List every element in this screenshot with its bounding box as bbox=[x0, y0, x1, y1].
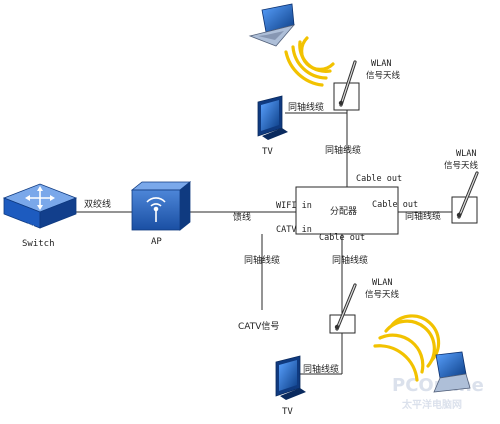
tv-top bbox=[257, 95, 288, 140]
wlan-right-label-1: WLAN bbox=[456, 149, 476, 159]
wlan-antenna-icon bbox=[338, 60, 357, 107]
wlan-antenna-icon bbox=[456, 171, 479, 219]
connection-lines bbox=[74, 110, 452, 375]
top-antenna bbox=[333, 60, 360, 111]
switch-right-face bbox=[39, 197, 77, 229]
ap-label: AP bbox=[151, 237, 162, 247]
tv-icon bbox=[275, 355, 306, 400]
coax-right-label: 同轴线缆 bbox=[405, 210, 441, 222]
cable-out-right-label: Cable out bbox=[372, 200, 418, 210]
wireless-signal-icon bbox=[284, 36, 335, 87]
wifi-in-label: WIFI in bbox=[276, 201, 312, 211]
wlan-top-label-1: WLAN bbox=[371, 59, 391, 69]
coax-bottom-left-label: 同轴线缆 bbox=[244, 254, 280, 266]
coax-top-label: 同轴线缆 bbox=[325, 144, 361, 156]
ap-device bbox=[130, 181, 192, 231]
catv-in-label: CATV in bbox=[276, 225, 312, 235]
coax-bottom-label: 同轴线缆 bbox=[332, 254, 368, 266]
bottom-antenna bbox=[329, 283, 357, 334]
ap-side bbox=[179, 181, 191, 231]
splitter-label: 分配器 bbox=[330, 206, 357, 217]
tv-bottom-label: TV bbox=[282, 407, 293, 417]
laptop-icon bbox=[433, 351, 471, 393]
tv-top-label: TV bbox=[262, 147, 273, 157]
wlan-bottom-label-2: 信号天线 bbox=[365, 289, 400, 300]
laptop-bottom bbox=[433, 351, 471, 393]
splitter-box bbox=[295, 186, 399, 235]
network-switch-icon bbox=[25, 186, 55, 210]
laptop-top bbox=[248, 3, 296, 47]
twisted-pair-label: 双绞线 bbox=[84, 198, 111, 210]
watermark: PCOnline 太平洋电脑网 bbox=[392, 375, 484, 411]
watermark-cn-text: 太平洋电脑网 bbox=[401, 398, 462, 411]
tv-icon bbox=[257, 95, 288, 140]
right-antenna bbox=[451, 171, 479, 224]
cable-out-bottom-label: Cable out bbox=[319, 233, 365, 243]
wireless-ap-icon bbox=[146, 197, 166, 222]
wlan-top-label-2: 信号天线 bbox=[366, 70, 401, 81]
wlan-antenna-icon bbox=[334, 283, 357, 331]
coax-top-tv-label: 同轴线缆 bbox=[288, 101, 324, 113]
cable-out-top-label: Cable out bbox=[356, 174, 402, 184]
wireless-signal-icon bbox=[373, 314, 441, 382]
switch-device: SWITCH bbox=[2, 183, 78, 232]
laptop-icon bbox=[248, 3, 296, 47]
wlan-right-label-2: 信号天线 bbox=[444, 160, 479, 171]
switch-label: Switch bbox=[22, 239, 55, 249]
wlan-bottom-label-1: WLAN bbox=[372, 278, 392, 288]
coax-bottom-tv-label: 同轴线缆 bbox=[303, 363, 339, 375]
tv-bottom bbox=[275, 355, 306, 400]
feeder-label: 馈线 bbox=[233, 211, 251, 223]
catv-signal-label: CATV信号 bbox=[238, 320, 279, 332]
